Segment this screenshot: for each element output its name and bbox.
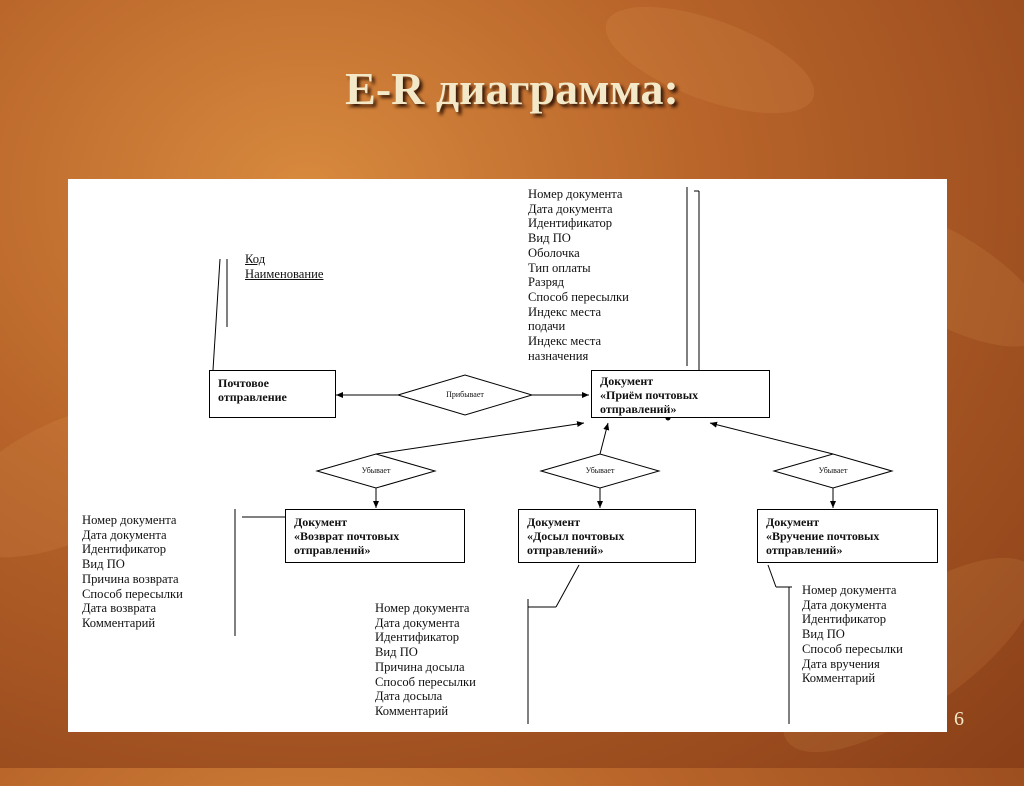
attribute-item: Номер документа: [375, 601, 470, 615]
link-leaves-mid-receipt: [599, 422, 610, 455]
er-diagram-lines: [212, 187, 894, 724]
entity-label: Документ: [766, 515, 820, 529]
attribute-item: Код: [245, 252, 266, 266]
attribute-item: Наименование: [245, 266, 324, 281]
attribute-item: Причина досыла: [375, 659, 465, 674]
attribute-item: Номер документа: [802, 583, 897, 597]
entity-label: отправление: [218, 390, 287, 404]
link-leaves-left-receipt: [375, 421, 585, 455]
attributes-postal-item: Код Наименование: [245, 252, 323, 281]
slide-number: 6: [954, 708, 964, 730]
attribute-item: Комментарий: [82, 615, 156, 630]
attribute-item: Тип оплаты: [528, 260, 591, 275]
attribute-item: Индекс места: [528, 334, 602, 349]
relationship-leaves-mid-label: Убывает: [585, 466, 615, 475]
attribute-item: назначения: [528, 348, 589, 363]
slide-title: E-R диаграмма:: [345, 63, 679, 114]
entity-label: отправлений»: [600, 402, 677, 416]
entity-delivery-doc: Документ «Вручение почтовых отправлений»: [757, 509, 938, 563]
entity-postal-item: Почтовое отправление: [209, 370, 336, 418]
attr-connector-postal: [212, 258, 221, 371]
attribute-item: Вид ПО: [375, 645, 418, 660]
attributes-delivery-doc: Номер документа Дата документа Идентифик…: [802, 583, 903, 686]
attribute-item: Дата вручения: [802, 656, 880, 671]
relationship-leaves-left-label: Убывает: [361, 466, 391, 475]
attribute-item: Способ пересылки: [82, 586, 183, 601]
attr-connector-forward: [555, 564, 580, 608]
attribute-item: Дата документа: [82, 527, 167, 542]
attribute-item: Дата возврата: [82, 601, 157, 616]
attribute-item: Способ пересылки: [528, 289, 629, 304]
entity-label: отправлений»: [527, 543, 604, 557]
relationship-leaves-right-label: Убывает: [818, 466, 848, 475]
entity-label: отправлений»: [294, 543, 371, 557]
attribute-item: Вид ПО: [82, 557, 125, 572]
attribute-item: Причина возврата: [82, 571, 179, 586]
attribute-item: Дата документа: [375, 615, 460, 630]
relationship-leaves-right-diamond: [772, 453, 894, 489]
attribute-item: Способ пересылки: [802, 641, 903, 656]
link-leaves-right-receipt: [709, 421, 834, 455]
attribute-item: Идентификатор: [375, 630, 460, 645]
attribute-item: Номер документа: [82, 513, 177, 527]
attribute-item: Номер документа: [528, 187, 623, 201]
attribute-item: Оболочка: [528, 245, 580, 260]
relationship-leaves-left-diamond: [315, 453, 437, 489]
entity-label: Документ: [294, 515, 348, 529]
attribute-item: Идентификатор: [802, 612, 887, 627]
entity-label: Документ: [527, 515, 581, 529]
relationship-arrives-label: Прибывает: [446, 390, 484, 399]
entity-label: «Досыл почтовых: [527, 529, 625, 543]
entity-label: «Возврат почтовых: [294, 529, 400, 543]
attributes-receipt-doc: Номер документа Дата документа Идентифик…: [528, 187, 629, 363]
entity-forward-doc: Документ «Досыл почтовых отправлений»: [518, 509, 696, 563]
attribute-item: Индекс места: [528, 304, 602, 319]
entity-label: Почтовое: [218, 376, 269, 390]
relationship-leaves-mid-diamond: [539, 453, 661, 489]
attribute-item: подачи: [528, 319, 566, 334]
diagram-panel: Код Наименование Номер документа Дата до…: [68, 179, 947, 732]
attribute-item: Способ пересылки: [375, 674, 476, 689]
entity-receipt-doc: Документ «Приём почтовых отправлений»: [591, 370, 770, 418]
attribute-item: Дата досыла: [375, 689, 443, 704]
attributes-return-doc: Номер документа Дата документа Идентифик…: [82, 513, 183, 631]
attribute-item: Идентификатор: [528, 216, 613, 231]
entity-label: Документ: [600, 374, 654, 388]
attribute-item: Вид ПО: [528, 231, 571, 246]
attribute-item: Комментарий: [802, 671, 876, 686]
attribute-item: Дата документа: [802, 597, 887, 612]
attribute-item: Вид ПО: [802, 627, 845, 642]
entity-label: «Приём почтовых: [600, 388, 699, 402]
entity-label: отправлений»: [766, 543, 843, 557]
entity-return-doc: Документ «Возврат почтовых отправлений»: [285, 509, 465, 563]
attribute-item: Идентификатор: [82, 542, 167, 557]
attribute-item: Дата документа: [528, 201, 613, 216]
attribute-item: Комментарий: [375, 703, 449, 718]
attributes-forward-doc: Номер документа Дата документа Идентифик…: [375, 601, 476, 719]
attribute-item: Разряд: [528, 275, 565, 290]
entity-label: «Вручение почтовых: [766, 529, 880, 543]
